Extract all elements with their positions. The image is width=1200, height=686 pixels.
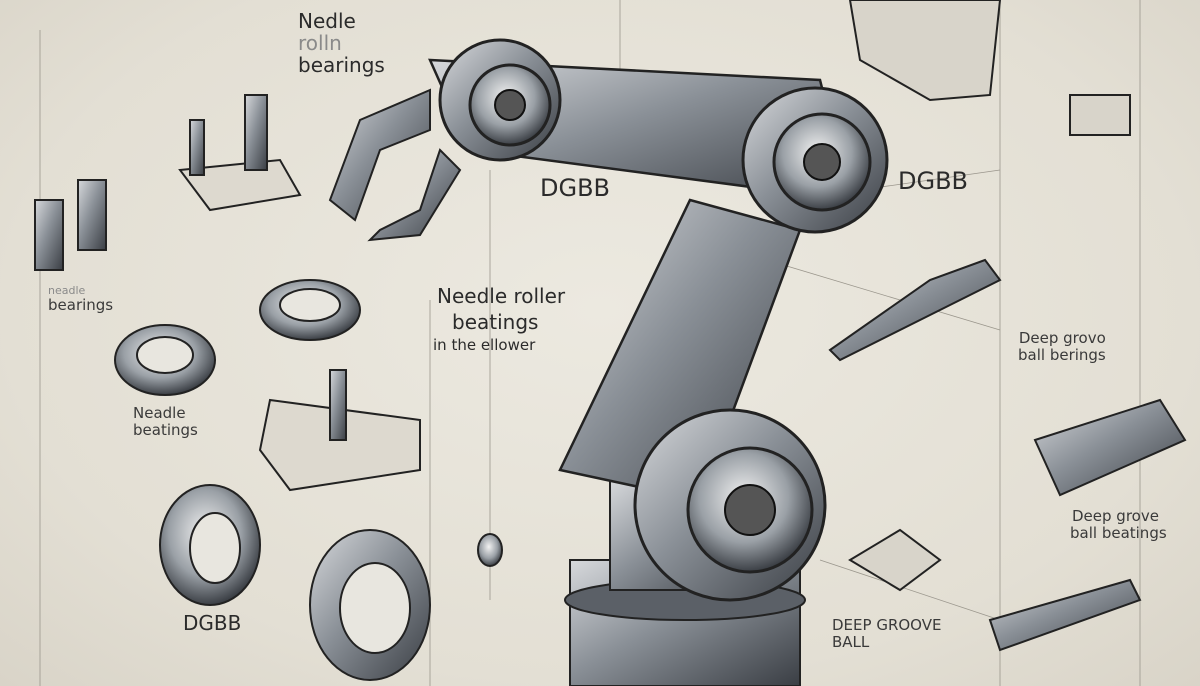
label-dgbb-right: DGBB [898, 167, 969, 195]
construction-lines [39, 0, 1141, 686]
label-deep-groove-right: Deep grovo ball berings [1018, 330, 1106, 363]
label-needle-roller-elbow: Needle roller beatings in the ellower [433, 284, 566, 354]
label-needle-bearings-left: neadle bearings [48, 284, 114, 315]
label-line: ball beatings [1070, 523, 1167, 542]
label-line: DEEP GROOVE [832, 616, 942, 634]
label-line: Needle roller [437, 284, 566, 308]
label-needle-bearings-left-2: Neadle beatings [133, 405, 198, 438]
label-line: in the ellower [433, 336, 536, 354]
bearing-parts [34, 0, 1187, 681]
label-line: neadle [48, 284, 86, 297]
label-line: bearings [48, 296, 114, 315]
label-deep-groove-bottom: DEEP GROOVE BALL [832, 617, 941, 650]
label-line: bearings [298, 53, 385, 77]
label-line: beatings [452, 310, 539, 334]
label-line: rolln [298, 31, 342, 55]
elbow-joint [741, 86, 889, 234]
label-deep-groove-right-2: Deep grove ball beatings [1070, 507, 1167, 542]
label-line: Deep grovo [1018, 329, 1106, 347]
label-line: ball berings [1018, 345, 1106, 364]
label-line: Deep grove [1072, 507, 1159, 525]
label-needle-roller-bearings-top: Nedle rolln bearings [298, 10, 385, 76]
label-dgbb-center: DGBB [540, 174, 611, 202]
shoulder-joint [633, 408, 827, 602]
label-line: Nedle [298, 9, 356, 33]
label-dgbb-left: DGBB [183, 611, 242, 635]
wrist-joint [438, 38, 562, 162]
label-line: BALL [832, 632, 870, 651]
label-line: Neadle [133, 404, 186, 422]
gripper [328, 88, 462, 242]
label-line: beatings [133, 420, 198, 439]
